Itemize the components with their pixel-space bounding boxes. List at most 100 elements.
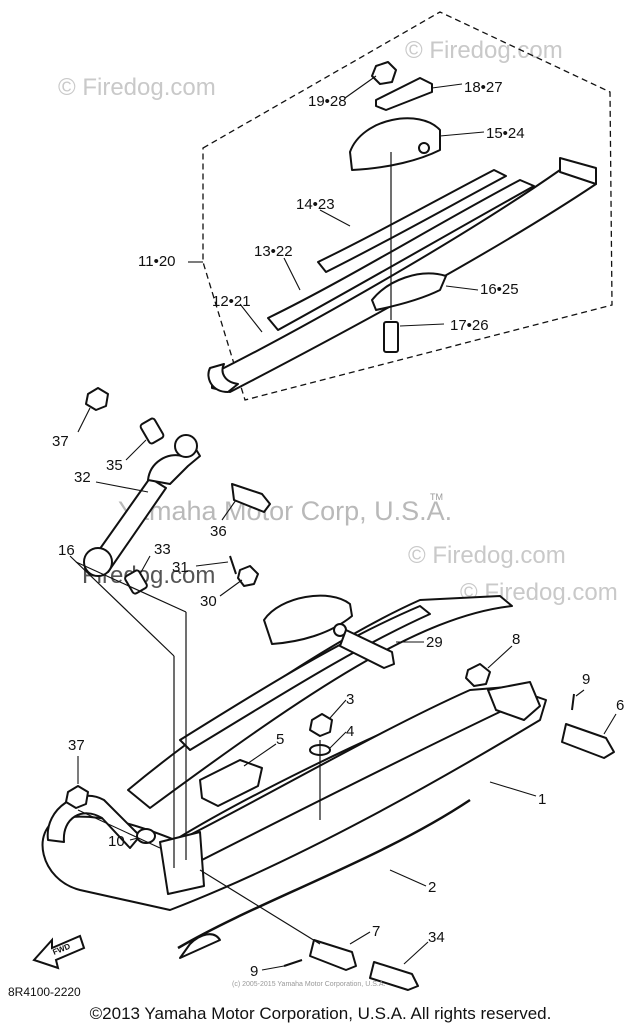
nut-37	[85, 387, 109, 411]
label-31: 31	[172, 559, 189, 576]
leader	[431, 83, 463, 89]
label-9-top: 9	[582, 671, 590, 688]
leader	[399, 323, 445, 327]
leader	[489, 781, 537, 797]
center-bolt	[383, 321, 399, 353]
guide-line	[75, 561, 187, 613]
label-9-lower: 9	[250, 963, 258, 980]
diagram-code: 8R4100-2220	[8, 985, 81, 999]
leader	[344, 75, 377, 99]
collar-10	[136, 828, 156, 844]
leader	[575, 689, 585, 697]
leader	[129, 837, 139, 841]
watermark-tm: TM	[430, 492, 443, 502]
label-11-20: 11•20	[138, 253, 176, 270]
bolt-36	[231, 483, 271, 513]
runner-front	[179, 933, 221, 959]
leader	[487, 645, 513, 669]
watermark-firedog: © Firedog.com	[405, 37, 563, 64]
nut-3	[309, 713, 333, 737]
label-36: 36	[210, 523, 227, 540]
guide-line	[69, 555, 175, 657]
spring-clamp	[375, 77, 433, 111]
front-arrow-icon: FWD	[32, 934, 86, 970]
leader	[329, 731, 347, 749]
label-1: 1	[538, 791, 546, 808]
spring-nut	[371, 61, 397, 85]
leader	[77, 407, 91, 433]
nut-37-lower	[65, 785, 89, 809]
leader	[261, 965, 285, 971]
label-10: 10	[108, 833, 125, 850]
guide-line	[199, 869, 321, 945]
label-19-28: 19•28	[308, 93, 347, 110]
leaf-spring-2	[267, 179, 535, 331]
bolt-29	[339, 629, 395, 669]
leader	[219, 579, 243, 597]
label-7: 7	[372, 923, 380, 940]
spring-clamp-lower	[199, 759, 263, 807]
leader	[389, 869, 427, 887]
label-37-top: 37	[52, 433, 69, 450]
castle-nut	[237, 565, 259, 587]
label-15-24: 15•24	[486, 125, 525, 142]
leader	[603, 713, 617, 735]
nut-8	[465, 663, 491, 687]
leader	[329, 699, 347, 719]
label-14-23: 14•23	[296, 196, 335, 213]
saddle-bracket	[349, 117, 441, 171]
ski-front-bracket	[159, 831, 205, 895]
shock-upper-eye	[174, 434, 198, 458]
leader	[445, 285, 479, 291]
label-30: 30	[200, 593, 217, 610]
cotter-pin-9	[571, 693, 575, 711]
label-2: 2	[428, 879, 436, 896]
label-4: 4	[346, 723, 354, 740]
bolt-7	[309, 939, 357, 971]
label-37-lower: 37	[68, 737, 85, 754]
watermark-motor-corp: Yamaha Motor Corp, U.S.A.	[118, 496, 452, 526]
label-6: 6	[616, 697, 624, 714]
leader	[319, 209, 351, 227]
label-12-21: 12•21	[212, 293, 251, 310]
label-8: 8	[512, 631, 520, 648]
label-5: 5	[276, 731, 284, 748]
cotter-pin-9-lower	[283, 959, 303, 967]
label-13-22: 13•22	[254, 243, 293, 260]
label-33: 33	[154, 541, 171, 558]
ski-rear-bracket	[487, 681, 541, 721]
leader	[243, 743, 277, 767]
leader	[195, 561, 229, 567]
label-35: 35	[106, 457, 123, 474]
leaf-spring-eye-rear	[559, 157, 597, 185]
leader	[95, 481, 149, 493]
diagram-drawing: © Firedog.com © Firedog.com © Firedog.co…	[8, 11, 624, 999]
lower-plate	[371, 272, 447, 311]
leaf-spring-eye-front	[207, 363, 239, 393]
shock-collar	[139, 417, 165, 445]
label-29: 29	[426, 634, 443, 651]
bolt-6	[561, 723, 615, 759]
label-16-25: 16•25	[480, 281, 519, 298]
leader	[139, 555, 151, 575]
leader	[349, 931, 371, 945]
small-copyright: (c) 2005-2015 Yamaha Motor Corporation, …	[232, 981, 385, 988]
label-16: 16	[58, 542, 75, 559]
subassembly-boundary	[202, 11, 613, 401]
watermark-firedog: © Firedog.com	[58, 74, 216, 101]
label-34: 34	[428, 929, 445, 946]
label-32: 32	[74, 469, 91, 486]
leader	[283, 257, 301, 291]
leader	[125, 439, 147, 461]
label-17-26: 17•26	[450, 317, 489, 334]
copyright-notice: ©2013 Yamaha Motor Corporation, U.S.A. A…	[89, 1004, 552, 1023]
label-18-27: 18•27	[464, 79, 503, 96]
saddle-bolt-hole	[418, 142, 430, 154]
leader	[439, 131, 485, 137]
leader	[403, 941, 429, 965]
leader	[221, 499, 237, 521]
label-3: 3	[346, 691, 354, 708]
watermark-firedog: © Firedog.com	[408, 542, 566, 569]
ski-runner	[177, 798, 471, 950]
